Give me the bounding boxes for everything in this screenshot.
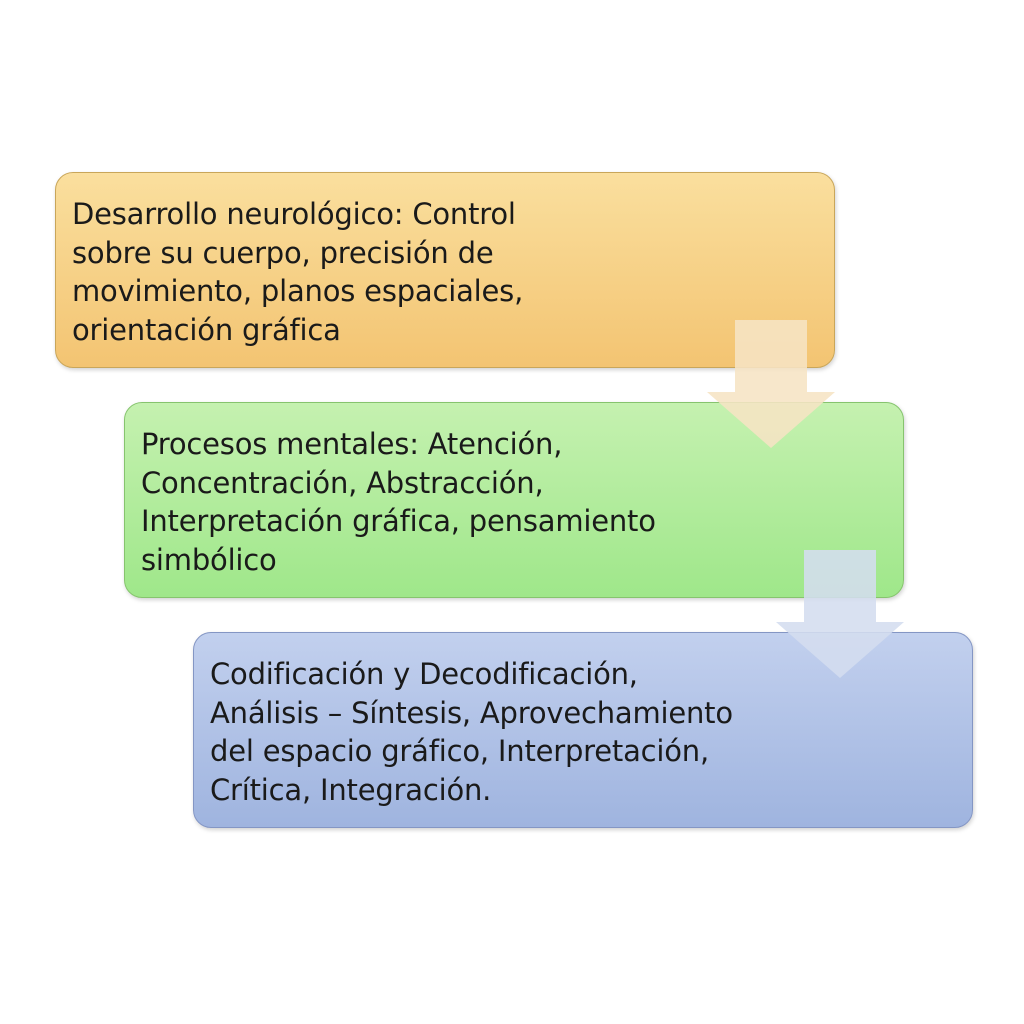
step-text-coding: Codificación y Decodificación, Análisis … [210,657,733,807]
step-box-mental-processes: Procesos mentales: Atención, Concentraci… [124,402,904,598]
step-box-neurological: Desarrollo neurológico: Control sobre su… [55,172,835,368]
step-text-neurological: Desarrollo neurológico: Control sobre su… [72,197,524,347]
step-text-mental-processes: Procesos mentales: Atención, Concentraci… [141,427,656,577]
step-box-coding: Codificación y Decodificación, Análisis … [193,632,973,828]
